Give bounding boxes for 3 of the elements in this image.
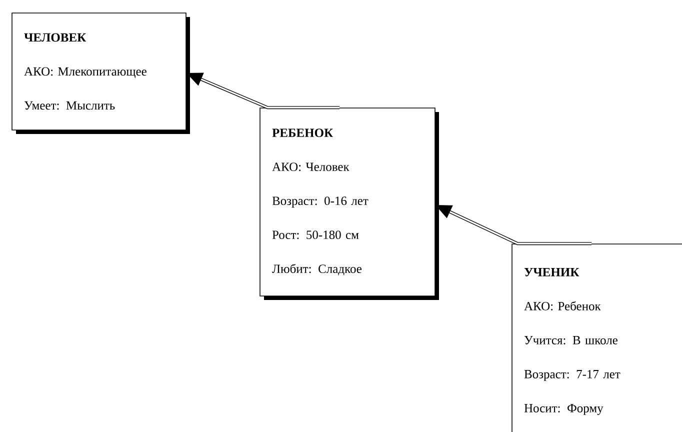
frame-box: РЕБЕНОК АКО: Человек Возраст: 0-16 лет Рост: 50-180 см Любит: Сладкое xyxy=(260,108,439,300)
frame-box: ЧЕЛОВЕК АКО: Млекопитающее Умеет: Мыслить xyxy=(12,12,190,134)
frame-box: УЧЕНИК АКО: Ребенок Учится: В школе Возраст: 7-17 лет Носит: Форму xyxy=(512,244,682,432)
